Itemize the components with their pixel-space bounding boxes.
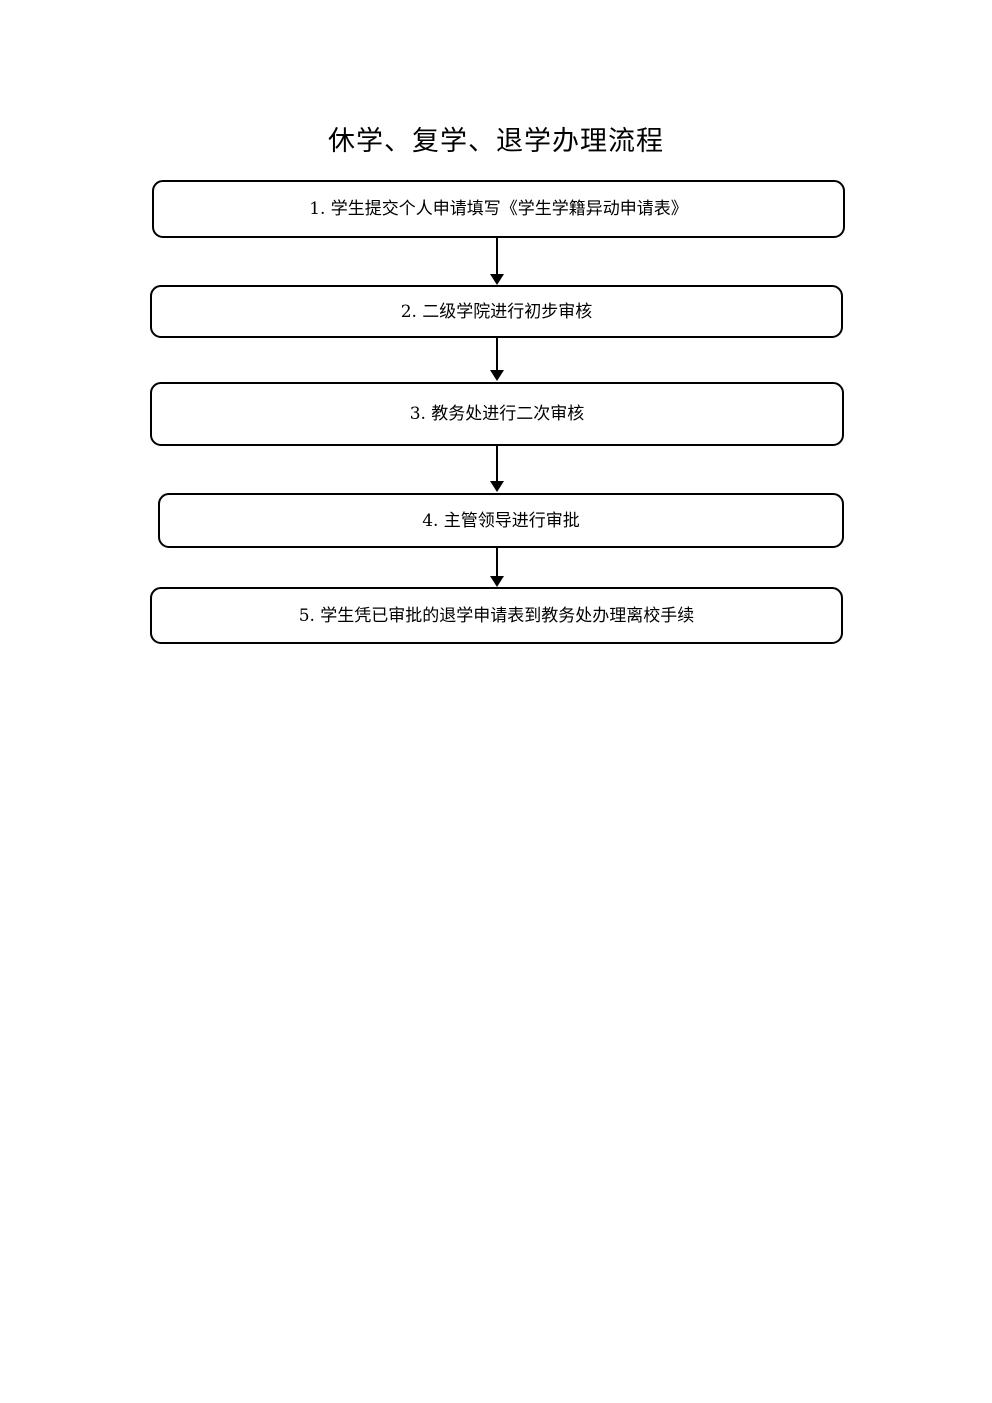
flow-step-1: 1. 学生提交个人申请填写《学生学籍异动申请表》 — [152, 180, 845, 238]
flow-step-3-label: 3. 教务处进行二次审核 — [409, 404, 585, 424]
flow-step-4: 4. 主管领导进行审批 — [158, 493, 844, 548]
flow-step-3: 3. 教务处进行二次审核 — [150, 382, 844, 446]
flow-arrow-2 — [490, 338, 504, 381]
flow-arrow-3 — [490, 446, 504, 492]
flow-arrow-4 — [490, 548, 504, 587]
flowchart-title: 休学、复学、退学办理流程 — [328, 126, 664, 157]
flow-step-4-label: 4. 主管领导进行审批 — [422, 510, 580, 531]
arrow-down-icon — [490, 576, 504, 587]
flow-step-5-label: 5. 学生凭已审批的退学申请表到教务处办理离校手续 — [298, 605, 695, 626]
flow-step-5: 5. 学生凭已审批的退学申请表到教务处办理离校手续 — [150, 587, 843, 644]
arrow-down-icon — [490, 481, 504, 492]
flow-step-2: 2. 二级学院进行初步审核 — [150, 285, 843, 338]
flow-step-1-label: 1. 学生提交个人申请填写《学生学籍异动申请表》 — [309, 199, 688, 219]
arrow-down-icon — [490, 274, 504, 285]
flow-step-2-label: 2. 二级学院进行初步审核 — [400, 301, 593, 322]
flow-arrow-1 — [490, 238, 504, 285]
arrow-down-icon — [490, 370, 504, 381]
